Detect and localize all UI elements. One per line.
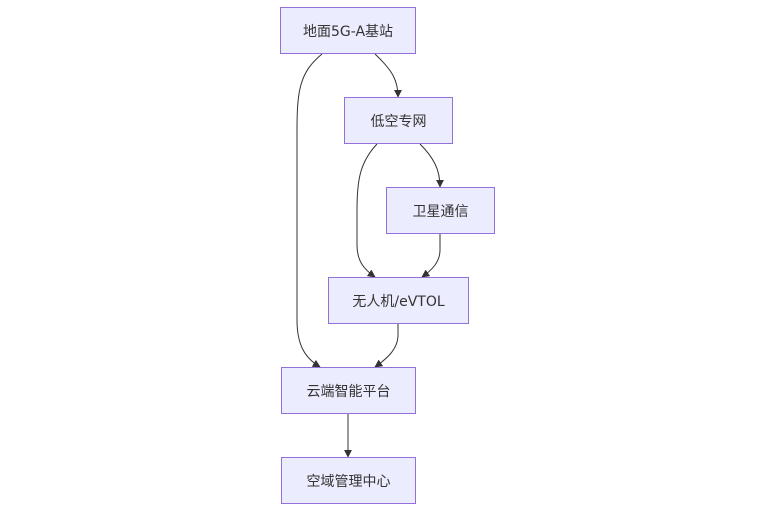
node-airspace-management-center[interactable]: 空域管理中心: [281, 457, 416, 504]
node-label: 空域管理中心: [306, 473, 391, 490]
node-cloud-intelligent-platform[interactable]: 云端智能平台: [281, 367, 416, 414]
node-label: 无人机/eVTOL: [352, 293, 445, 310]
edge-ground-cloud: [296, 53, 323, 368]
node-ground-5g-a-base-station[interactable]: 地面5G-A基站: [280, 7, 416, 54]
edge-ground-lowalt: [374, 53, 402, 98]
edge-lowalt-sat: [419, 143, 444, 188]
node-uav-evtol[interactable]: 无人机/eVTOL: [328, 277, 469, 324]
edge-sat-uav: [421, 234, 441, 278]
node-label: 云端智能平台: [306, 383, 391, 400]
node-satellite-communication[interactable]: 卫星通信: [386, 187, 495, 234]
node-label: 卫星通信: [412, 203, 469, 220]
edge-uav-cloud: [374, 324, 399, 368]
edge-lowalt-uav: [356, 143, 378, 278]
node-label: 低空专网: [370, 113, 427, 130]
node-label: 地面5G-A基站: [302, 23, 394, 40]
node-low-altitude-private-network[interactable]: 低空专网: [344, 97, 453, 144]
